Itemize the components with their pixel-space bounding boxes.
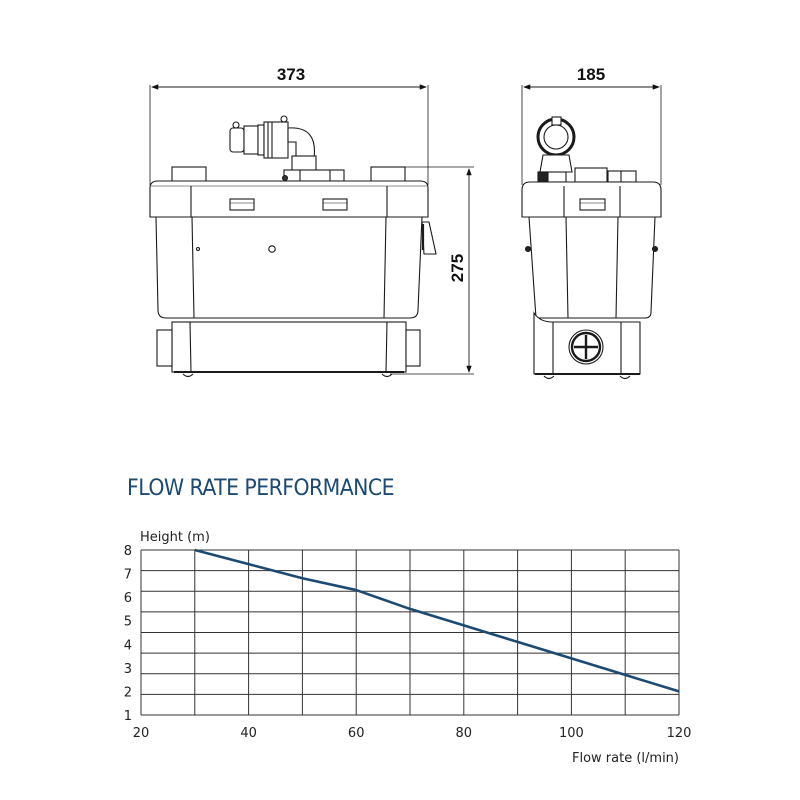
y-tick-label: 8 — [124, 544, 132, 559]
technical-drawings: 373 275 — [149, 65, 662, 380]
y-tick-label: 2 — [124, 685, 132, 700]
x-tick-label: 40 — [240, 726, 257, 741]
y-tick-label: 1 — [124, 709, 132, 724]
x-axis-title: Flow rate (l/min) — [572, 751, 679, 766]
x-tick-label: 100 — [559, 726, 584, 741]
x-tick-label: 120 — [667, 726, 692, 741]
pump-curve-line — [194, 548, 680, 693]
x-tick-label: 60 — [348, 726, 365, 741]
y-tick-label: 3 — [124, 662, 132, 677]
y-tick-label: 4 — [124, 638, 132, 653]
side-view-drawing — [521, 84, 662, 380]
front-width-dimension: 373 — [277, 65, 305, 84]
x-tick-label: 80 — [456, 726, 473, 741]
y-tick-label: 6 — [124, 591, 132, 606]
y-axis-title: Height (m) — [140, 530, 210, 545]
chart-grid — [140, 549, 680, 716]
chart-title: FLOW RATE PERFORMANCE — [127, 476, 395, 501]
x-axis-ticks: 20 40 60 80 100 120 — [133, 726, 692, 741]
y-tick-label: 5 — [124, 615, 132, 630]
front-view-drawing — [149, 84, 474, 378]
front-height-dimension: 275 — [448, 254, 467, 282]
flow-rate-chart: Height (m) 8 7 6 5 4 3 2 1 20 40 60 80 100 120 Flow … — [124, 530, 692, 766]
x-tick-label: 20 — [133, 726, 150, 741]
y-tick-label: 7 — [124, 568, 132, 583]
side-width-dimension: 185 — [577, 65, 605, 84]
y-axis-ticks: 8 7 6 5 4 3 2 1 — [124, 544, 132, 724]
